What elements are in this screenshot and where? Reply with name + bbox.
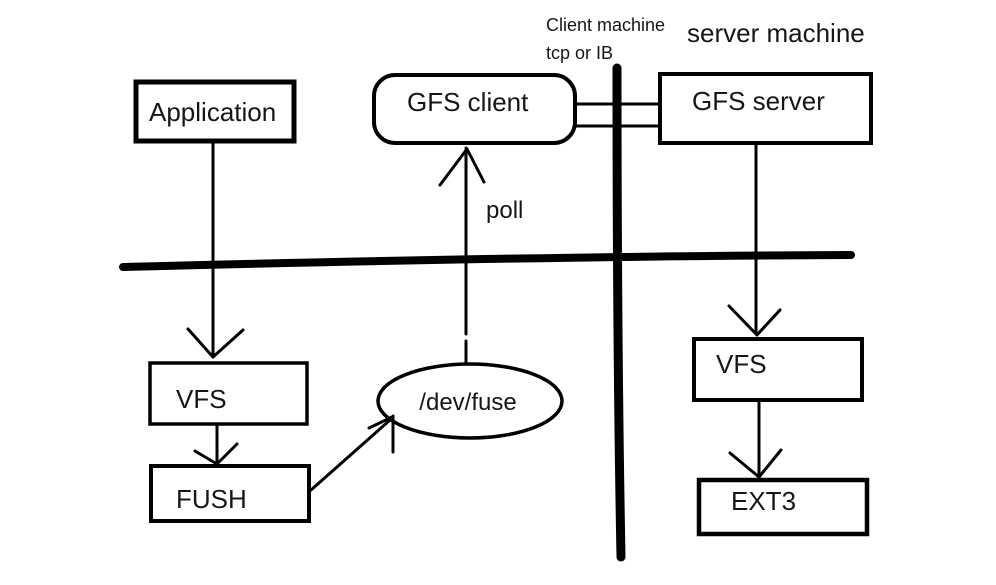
gfs-server-box [658,72,873,145]
arrow-head [186,327,245,359]
divider-horizontal-line [119,251,855,271]
vfs-server-box [692,337,864,402]
application-label: Application [149,97,276,127]
fush-box [149,464,311,523]
vfs-client-label: VFS [176,384,227,414]
arrow-fush-to-devfuse [309,414,395,492]
ext3-label: EXT3 [731,486,796,516]
fush-label: FUSH [176,484,247,514]
gfs-server-label: GFS server [692,86,825,116]
arrow-head [193,442,239,466]
gfs-client-label: GFS client [407,87,529,117]
poll-label: poll [486,197,523,224]
server-machine-label: server machine [687,18,865,48]
arrow-shaft [309,418,392,492]
arrow-gfsserver-to-vfs [727,143,782,337]
arrow-vfs-to-ext3 [728,399,783,479]
vfs-client-box [148,361,309,426]
arrow-head [728,448,783,479]
arrow-head [438,147,486,187]
arrow-devfuse-to-gfsclient [438,146,486,365]
arrow-head [727,304,782,337]
application-box [133,79,297,144]
dev-fuse-ellipse [376,362,564,440]
gfs-client-server-link [574,102,662,128]
arrow-application-to-vfs [186,140,245,359]
gfs-client-box [372,73,577,145]
dev-fuse-label: /dev/fuse [419,389,516,416]
ext3-box [696,477,870,537]
tcp-or-ib-label: tcp or IB [546,43,613,63]
vfs-server-label: VFS [716,349,767,379]
client-machine-label: Client machine [546,15,665,35]
arrow-vfs-to-fush [193,422,239,466]
divider-vertical-line [612,63,626,562]
